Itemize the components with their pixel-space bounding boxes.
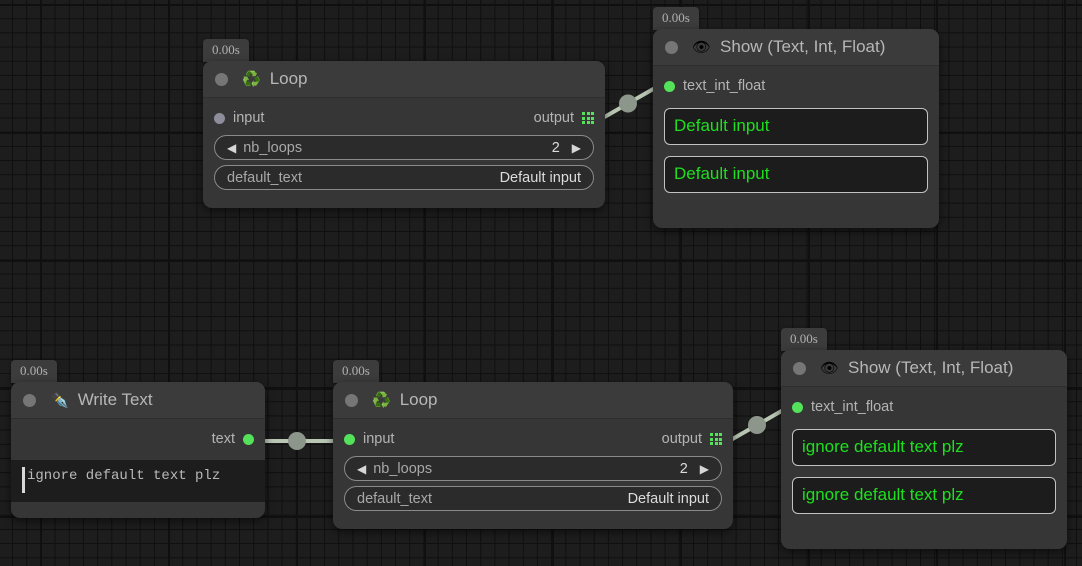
text-editor-write-text[interactable]: ignore default text plz [11,460,265,502]
display-value-1: Default input [664,108,928,145]
param-nb-loops-loop-bottom[interactable]: ◀ nb_loops 2 ▶ [344,456,722,481]
param-value[interactable]: 2 [680,461,688,477]
socket-row-show-top: text_int_float [664,75,928,97]
eye-icon: 👁 [820,361,839,376]
timing-badge-show-bottom: 0.00s [781,328,827,351]
node-body-show-top: text_int_float Default input Default inp… [653,66,939,205]
node-body-write-text: text ignore default text plz [11,419,265,502]
increment-arrow-icon[interactable]: ▶ [572,142,581,154]
node-title: Loop [400,390,438,410]
node-show-top[interactable]: 👁 Show (Text, Int, Float) text_int_float… [653,29,939,228]
node-header-show-bottom[interactable]: 👁 Show (Text, Int, Float) [781,350,1067,387]
node-title: Loop [270,69,308,89]
pen-nib-icon: ✒️ [50,393,69,408]
node-header-loop-bottom[interactable]: ♻️ Loop [333,382,733,419]
input-socket-label: text_int_float [683,78,765,94]
param-value[interactable]: Default input [628,491,709,507]
param-default-text-loop-top[interactable]: default_text Default input [214,165,594,190]
node-header-write-text[interactable]: ✒️ Write Text [11,382,265,419]
param-value[interactable]: Default input [500,170,581,186]
wire-handle-loop-bottom-to-show-bottom[interactable] [748,416,766,434]
timing-badge-loop-bottom: 0.00s [333,360,379,383]
display-value-2: Default input [664,156,928,193]
display-value-2: ignore default text plz [792,477,1056,514]
input-socket-show-bottom[interactable] [792,402,803,413]
node-write-text[interactable]: ✒️ Write Text text ignore default text p… [11,382,265,518]
output-socket-label: output [534,110,574,126]
input-socket-label: input [233,110,264,126]
node-title: Show (Text, Int, Float) [848,358,1013,378]
node-show-bottom[interactable]: 👁 Show (Text, Int, Float) text_int_float… [781,350,1067,549]
timing-badge-loop-top: 0.00s [203,39,249,62]
node-body-show-bottom: text_int_float ignore default text plz i… [781,387,1067,526]
param-name: nb_loops [243,140,302,156]
node-loop-top[interactable]: ♻️ Loop input output ◀ nb_loops 2 ▶ d [203,61,605,208]
param-default-text-loop-bottom[interactable]: default_text Default input [344,486,722,511]
node-status-dot[interactable] [793,362,806,375]
input-socket-label: text_int_float [811,399,893,415]
node-loop-bottom[interactable]: ♻️ Loop input output ◀ nb_loops 2 ▶ d [333,382,733,529]
node-body-loop-bottom: input output ◀ nb_loops 2 ▶ default_text… [333,419,733,523]
node-title: Show (Text, Int, Float) [720,37,885,57]
node-body-loop-top: input output ◀ nb_loops 2 ▶ default_text… [203,98,605,202]
socket-row-show-bottom: text_int_float [792,396,1056,418]
input-socket-label: input [363,431,394,447]
param-name: default_text [227,170,302,186]
recycle-icon: ♻️ [242,72,261,87]
wire-loop-top-to-show-top[interactable] [601,88,655,119]
input-socket-loop-top[interactable] [214,113,225,124]
node-status-dot[interactable] [665,41,678,54]
socket-row-write-text: text [11,428,265,450]
param-name: default_text [357,491,432,507]
param-value[interactable]: 2 [552,140,560,156]
output-socket-loop-top[interactable] [582,112,594,124]
node-status-dot[interactable] [23,394,36,407]
timing-badge-write-text: 0.00s [11,360,57,383]
wire-loop-bottom-to-show-bottom[interactable] [729,409,785,441]
decrement-arrow-icon[interactable]: ◀ [227,142,236,154]
display-value-1: ignore default text plz [792,429,1056,466]
recycle-icon: ♻️ [372,393,391,408]
node-status-dot[interactable] [215,73,228,86]
increment-arrow-icon[interactable]: ▶ [700,463,709,475]
eye-icon: 👁 [692,40,711,55]
input-socket-show-top[interactable] [664,81,675,92]
node-status-dot[interactable] [345,394,358,407]
input-socket-loop-bottom[interactable] [344,434,355,445]
param-name: nb_loops [373,461,432,477]
text-caret [22,467,25,493]
output-socket-label: text [212,431,235,447]
wire-handle-write-text-to-loop-bottom[interactable] [288,432,306,450]
wire-handle-loop-top-to-show-top[interactable] [619,95,637,113]
output-socket-write-text[interactable] [243,434,254,445]
decrement-arrow-icon[interactable]: ◀ [357,463,366,475]
output-socket-label: output [662,431,702,447]
timing-badge-show-top: 0.00s [653,7,699,30]
output-socket-loop-bottom[interactable] [710,433,722,445]
node-title: Write Text [78,390,153,410]
node-header-show-top[interactable]: 👁 Show (Text, Int, Float) [653,29,939,66]
node-header-loop-top[interactable]: ♻️ Loop [203,61,605,98]
text-editor-value[interactable]: ignore default text plz [27,467,220,493]
param-nb-loops-loop-top[interactable]: ◀ nb_loops 2 ▶ [214,135,594,160]
socket-row-loop-bottom: input output [344,428,722,450]
socket-row-loop-top: input output [214,107,594,129]
